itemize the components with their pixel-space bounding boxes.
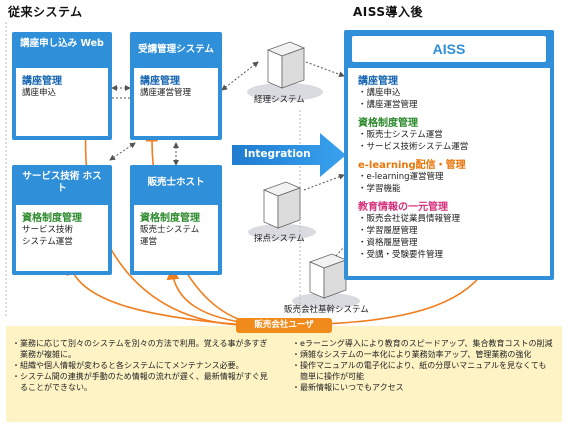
connector bbox=[109, 142, 136, 161]
notes-panel bbox=[6, 326, 562, 422]
note-item: ・最新情報にいつでもアクセス bbox=[292, 383, 404, 392]
aiss-inner: 講座管理 ・講座申込 ・講座運営管理 資格制度管理 ・販売士システム運営 ・サー… bbox=[348, 68, 550, 276]
system-item: 講座運営管理 bbox=[140, 88, 192, 98]
note-item: ・eラーニング導入により教育のスピードアップ、集合教育コストの削減 bbox=[292, 339, 553, 348]
system-box-jukou: 受講管理システム 講座管理 講座運営管理 bbox=[130, 32, 222, 140]
server-label-kikan: 販売会社基幹システム bbox=[284, 305, 369, 315]
note-item: ・操作マニュアルの電子化により、紙の分厚いマニュアルを見なくても簡単に操作が可能 bbox=[292, 361, 547, 381]
notes-right: ・eラーニング導入により教育のスピードアップ、集合教育コストの削減 ・煩雑なシス… bbox=[292, 338, 554, 393]
system-item: システム運営 bbox=[22, 237, 73, 247]
aiss-box: AISS 講座管理 ・講座申込 ・講座運営管理 資格制度管理 ・販売士システム運… bbox=[344, 30, 554, 280]
system-box-web: 講座申し込み Web 講座管理 講座申込 bbox=[12, 32, 112, 140]
system-title: 受講管理システム bbox=[138, 44, 214, 55]
after-title: AISS導入後 bbox=[353, 5, 423, 19]
integration-label: Integration bbox=[244, 148, 311, 160]
aiss-group-heading: 講座管理 bbox=[358, 76, 398, 87]
aiss-item: ・e-learning運営管理 bbox=[358, 172, 444, 182]
aiss-item: ・受講・受験要件管理 bbox=[358, 250, 444, 260]
aiss-group-heading: 教育情報の一元管理 bbox=[358, 202, 448, 213]
user-pill: 販売会社ユーザ bbox=[236, 318, 332, 333]
note-item: ・煩雑なシステムの一本化により業務効率アップ、管理業務の強化 bbox=[292, 350, 532, 359]
system-box-service: サービス技術 ホスト 資格制度管理 サービス技術 システム運営 bbox=[12, 165, 112, 275]
before-title: 従来システム bbox=[8, 5, 83, 19]
server-label-saiten: 採点システム bbox=[254, 234, 305, 244]
system-heading: 資格制度管理 bbox=[140, 213, 200, 224]
note-item: ・業務に応じて別々のシステムを別々の方法で利用。覚える事が多すぎ業務が複雑に。 bbox=[12, 339, 268, 359]
system-title: サービス技術 ホスト bbox=[22, 171, 102, 194]
aiss-group-heading: e-learning配信・管理 bbox=[358, 160, 466, 171]
connector bbox=[303, 173, 345, 191]
note-item: ・システム間の連携が手動のため情報の流れが遅く、最新情報がすぐ見ることができない… bbox=[12, 372, 268, 392]
note-item: ・組織や個人情報が変わると各システムにてメンテナンス必要。 bbox=[12, 361, 244, 370]
server-label-keiri: 経理システム bbox=[254, 95, 305, 105]
system-heading: 講座管理 bbox=[140, 76, 180, 87]
system-heading: 資格制度管理 bbox=[22, 213, 82, 224]
connector bbox=[305, 61, 345, 78]
aiss-item: ・資格履歴管理 bbox=[358, 238, 418, 248]
aiss-group-heading: 資格制度管理 bbox=[358, 118, 418, 129]
notes-left: ・業務に応じて別々のシステムを別々の方法で利用。覚える事が多すぎ業務が複雑に。 … bbox=[12, 338, 274, 393]
user-arrow bbox=[166, 266, 266, 326]
system-item: 講座申込 bbox=[22, 88, 57, 98]
system-title: 講座申し込み Web bbox=[20, 38, 104, 49]
connector bbox=[221, 61, 259, 91]
user-arrow bbox=[66, 261, 261, 327]
system-box-hanbai: 販売士ホスト 資格制度管理 販売士システム 運営 bbox=[130, 165, 222, 275]
aiss-item: ・講座運営管理 bbox=[358, 100, 418, 110]
aiss-item: ・学習機能 bbox=[358, 184, 401, 194]
aiss-item: ・販売士システム運営 bbox=[358, 130, 443, 140]
integration-arrow bbox=[232, 133, 346, 177]
system-heading: 講座管理 bbox=[22, 76, 62, 87]
system-title: 販売士ホスト bbox=[147, 177, 205, 188]
aiss-item: ・講座申込 bbox=[358, 88, 401, 98]
aiss-title: AISS bbox=[432, 41, 466, 57]
aiss-item: ・販売会社従業員情報管理 bbox=[358, 214, 461, 224]
system-item: サービス技術 bbox=[22, 225, 74, 235]
system-item: 販売士システム bbox=[140, 225, 200, 235]
aiss-item: ・サービス技術システム運営 bbox=[358, 142, 469, 152]
system-item: 運営 bbox=[140, 237, 158, 247]
aiss-item: ・学習履歴管理 bbox=[358, 226, 418, 236]
